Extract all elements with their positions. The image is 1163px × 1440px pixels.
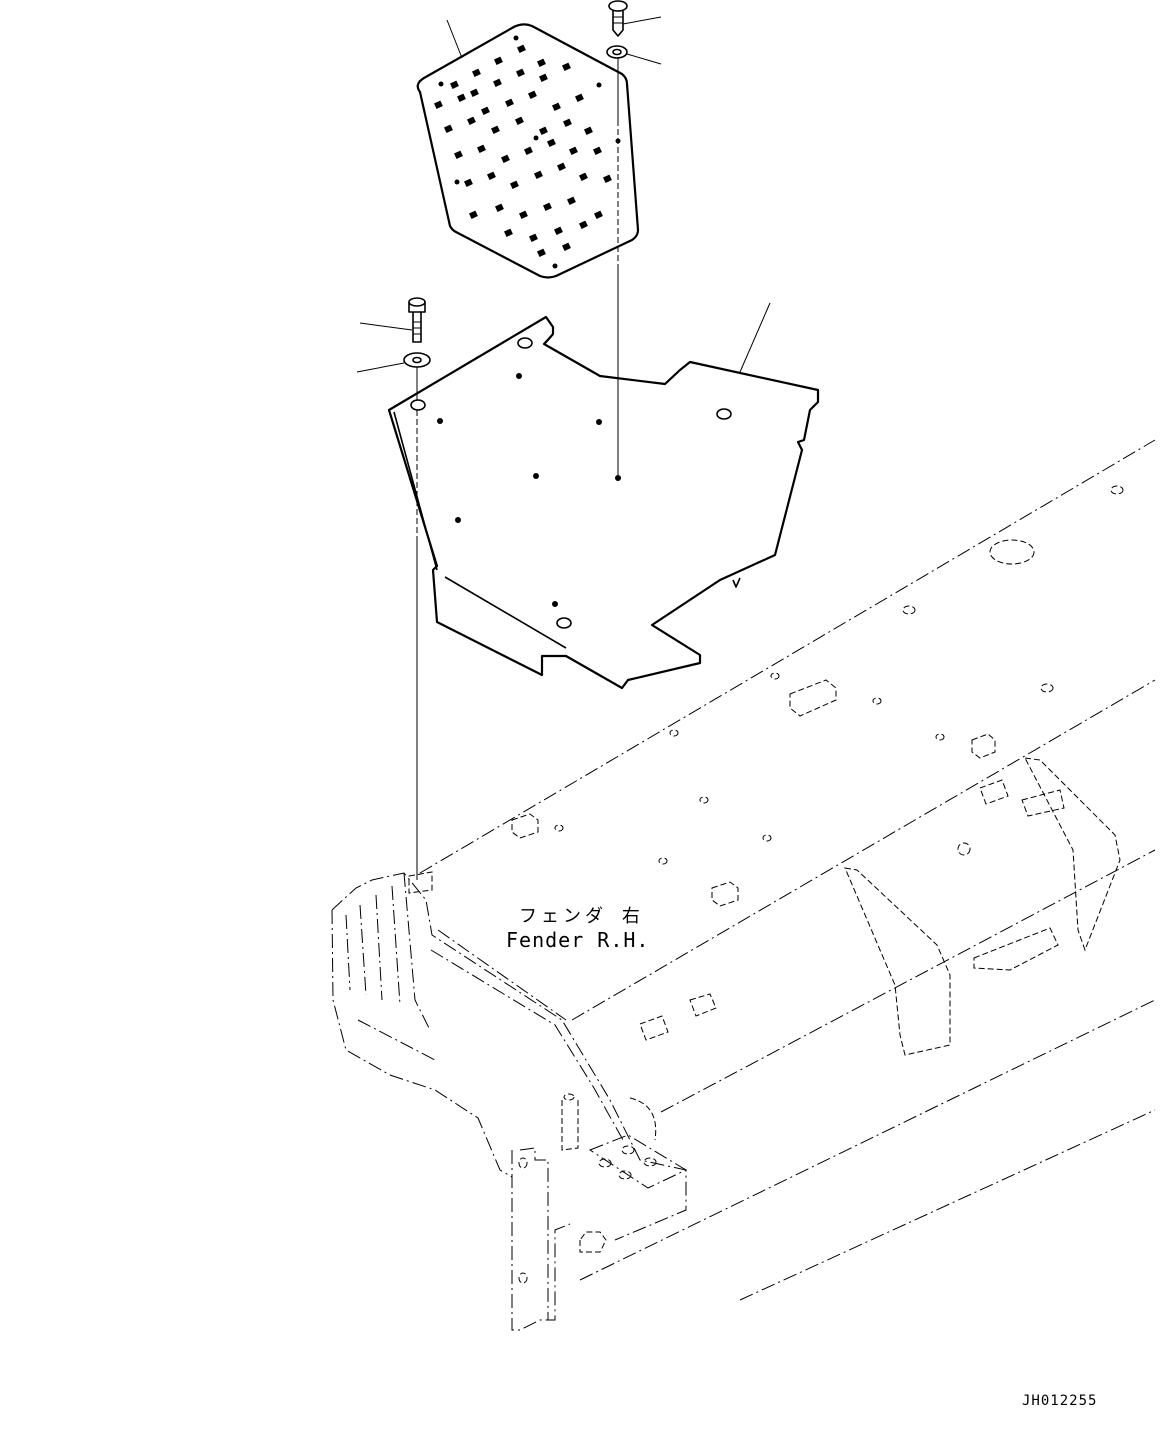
washer-top: [606, 45, 628, 59]
screw-top: [608, 0, 628, 37]
fender-cover: [387, 315, 820, 690]
washer-left: [403, 352, 431, 368]
anti-slip-holes: [434, 35, 621, 269]
bolt-left: [408, 297, 426, 343]
fender-label-english: Fender R.H.: [506, 928, 650, 952]
callout-leader-step-plate: [446, 19, 463, 59]
callout-leader-washer-left: [356, 362, 405, 373]
step-plate: [416, 23, 640, 279]
callout-leader-fender-cover: [739, 302, 771, 373]
fender-frame: [331, 439, 1156, 1331]
callout-leader-bolt: [359, 322, 413, 331]
fender-label-japanese: フェンダ 右: [519, 906, 644, 927]
drawing-number: JH012255: [1022, 1393, 1098, 1409]
callout-leader-screw: [622, 16, 662, 25]
callout-leader-washer-top: [626, 53, 662, 65]
